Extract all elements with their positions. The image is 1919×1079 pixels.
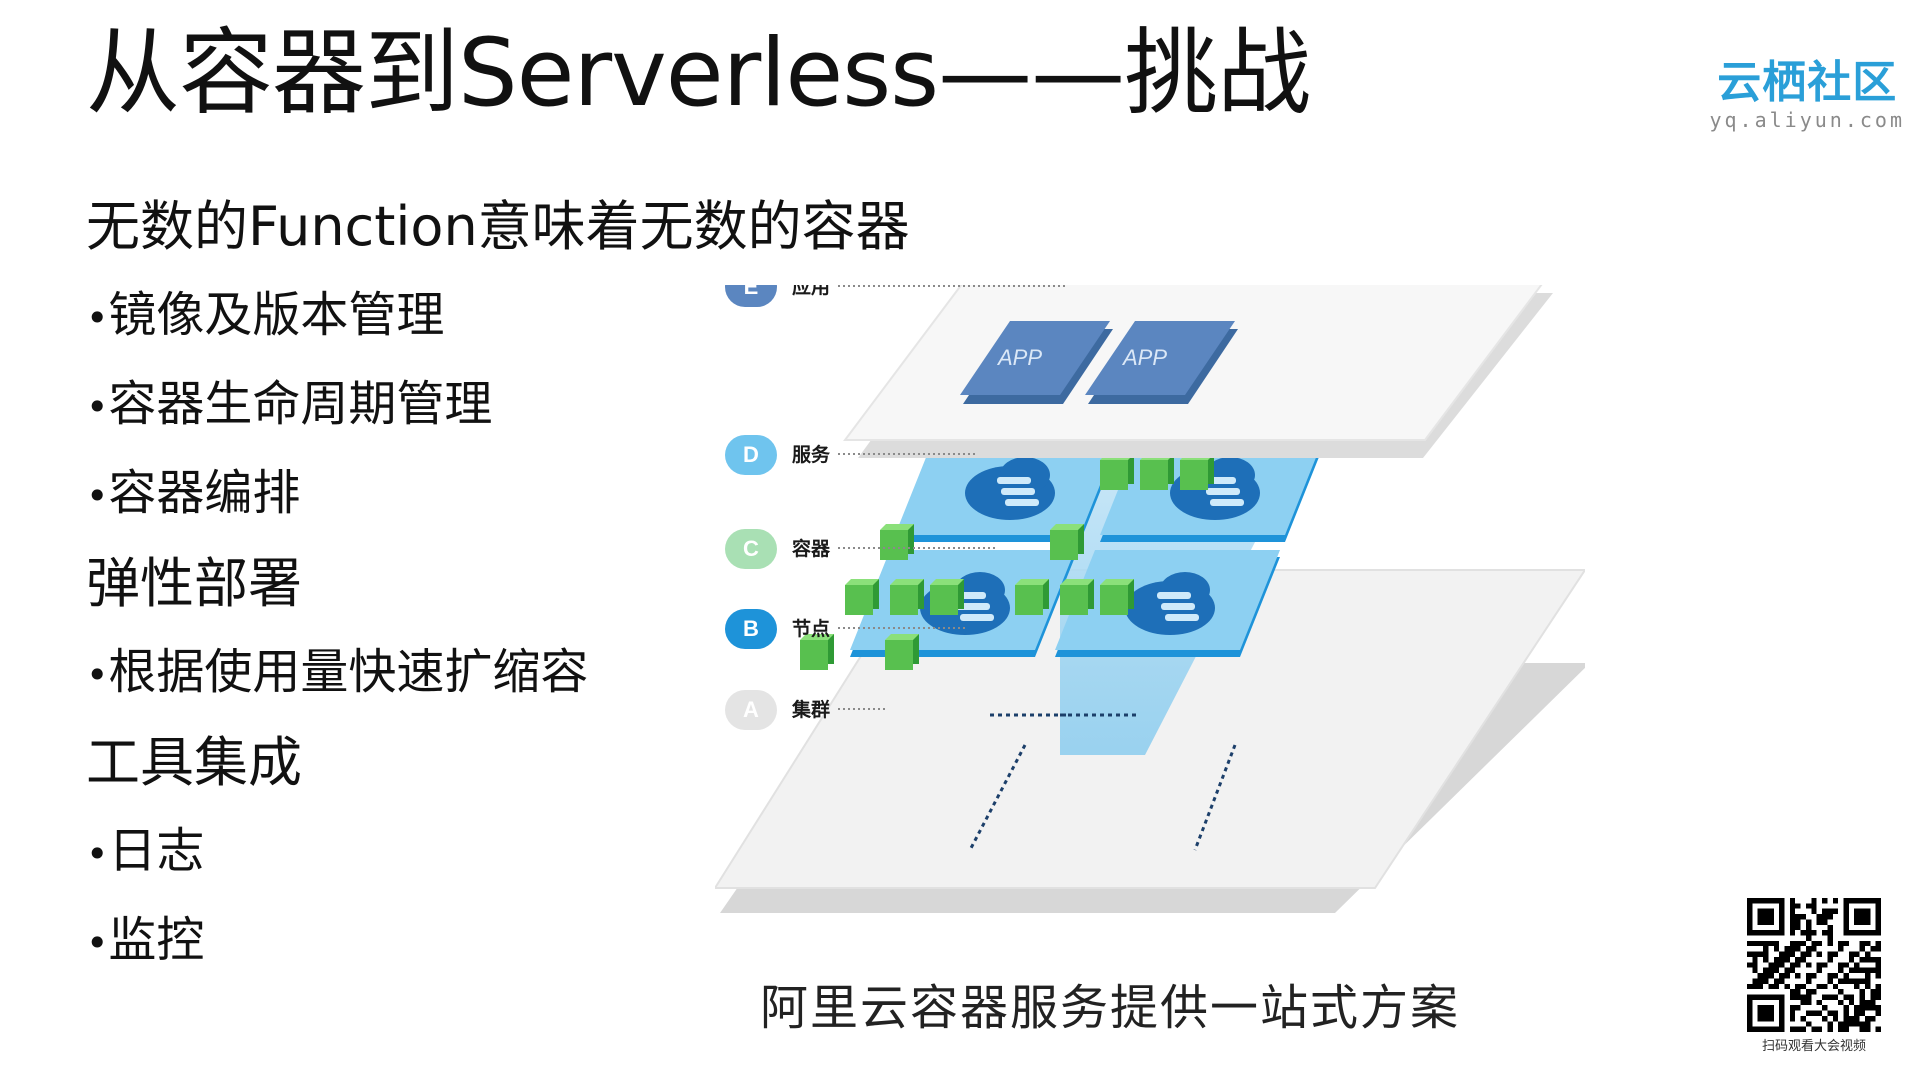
container-block-13	[885, 634, 919, 670]
point-lifecycle: 容器生命周期管理	[86, 361, 910, 450]
point-orchestration: 容器编排	[86, 450, 910, 539]
container-block-10	[1060, 579, 1094, 615]
app-block-2: APP	[1085, 321, 1238, 404]
layer-label: 容器	[792, 537, 831, 560]
layer-label: 应用	[792, 285, 830, 298]
point-heading-containers: 无数的Function意味着无数的容器	[86, 195, 910, 258]
layer-row-d: D 服务	[725, 435, 975, 475]
layer-letter: E	[744, 285, 759, 299]
point-autoscaling: 根据使用量快速扩缩容	[86, 629, 910, 718]
app-label-2: APP	[1121, 345, 1167, 370]
layer-legend: E 应用 D 服务 C 容器 B 节点 A 集群	[725, 285, 1065, 730]
point-heading-elastic: 弹性部署	[86, 552, 302, 615]
point-monitoring: 监控	[86, 897, 910, 986]
application-platform: APP APP	[843, 285, 1553, 458]
layer-label: 节点	[792, 618, 830, 640]
container-block-4	[1180, 454, 1214, 490]
container-block-5	[1050, 524, 1084, 560]
layer-label: 服务	[792, 443, 831, 466]
slide-title: 从容器到Serverless——挑战	[86, 19, 1311, 128]
layer-label: 集群	[791, 698, 830, 721]
node-tile-1	[895, 435, 1120, 542]
layer-badge	[725, 435, 777, 475]
architecture-diagram: APP APP E 应用 D 服务 C 容器 B 节点 A 集群	[715, 285, 1585, 915]
node-tile-4	[1055, 550, 1280, 657]
container-block-11	[1100, 579, 1134, 615]
challenge-list: 无数的Function意味着无数的容器 镜像及版本管理 容器生命周期管理 容器编…	[86, 182, 910, 986]
container-block-7	[890, 579, 924, 615]
container-block-3	[1140, 454, 1174, 490]
caption: 阿里云容器服务提供一站式方案	[760, 980, 1461, 1036]
container-block-6	[845, 579, 879, 615]
layer-row-b: B 节点	[725, 609, 965, 649]
layer-badge	[725, 285, 777, 307]
layer-badge	[725, 529, 777, 569]
node-links	[968, 713, 1237, 851]
layer-row-c: C 容器	[725, 529, 998, 569]
yunqi-logo[interactable]: 云栖社区 yq.aliyun.com	[1709, 57, 1905, 133]
point-heading-tools: 工具集成	[86, 731, 302, 794]
layer-letter: D	[743, 442, 759, 467]
layer-badge	[725, 690, 777, 730]
qr-code-icon	[1747, 898, 1881, 1032]
container-block-12	[800, 634, 834, 670]
qr-label: 扫码观看大会视频	[1761, 1039, 1866, 1054]
layer-letter: B	[743, 616, 759, 641]
app-label-1: APP	[996, 345, 1042, 370]
point-image-version: 镜像及版本管理	[86, 272, 910, 361]
point-logging: 日志	[86, 808, 910, 897]
layer-row-a: A 集群	[725, 690, 885, 730]
app-block-1: APP	[960, 321, 1113, 404]
logo-url: yq.aliyun.com	[1709, 108, 1905, 132]
node-tiles	[800, 435, 1325, 670]
layer-badge	[725, 609, 777, 649]
container-block-8	[930, 579, 964, 615]
logo-name: 云栖社区	[1717, 57, 1898, 108]
layer-letter: C	[743, 536, 759, 561]
layer-row-e: E 应用	[725, 285, 1065, 307]
container-block-9	[1015, 579, 1049, 615]
qr-code-block[interactable]: 扫码观看大会视频	[1747, 898, 1881, 1054]
layer-letter: A	[743, 697, 759, 722]
